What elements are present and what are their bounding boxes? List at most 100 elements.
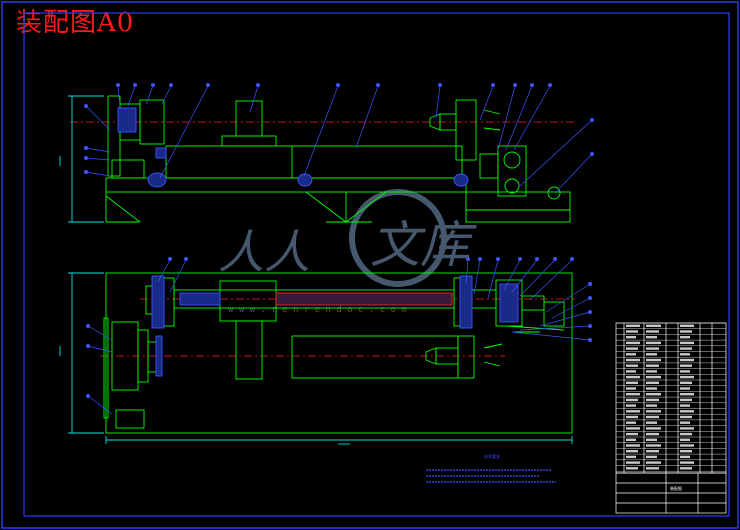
front-balloons: [84, 83, 594, 174]
parts-list-cell-text: [680, 410, 694, 413]
parts-list-cell-text: [680, 341, 694, 345]
parts-list-cell-text: [626, 421, 636, 424]
front-bearing-supports: [117, 107, 469, 188]
parts-list-cell-text: [626, 387, 636, 390]
parts-list-cell-text: [626, 347, 638, 350]
parts-list-cell-text: [646, 444, 661, 447]
parts-list-cell-text: [626, 375, 640, 379]
parts-list-cell-text: [626, 432, 638, 436]
parts-list-cell-text: [680, 427, 694, 430]
parts-list-cell-text: [646, 410, 661, 413]
inner-frame: [23, 12, 730, 517]
parts-list-cell-text: [646, 450, 659, 453]
parts-list-cell-text: [626, 336, 636, 339]
technical-notes: 技术要求: [426, 453, 556, 483]
parts-list-cell-text: [626, 450, 638, 453]
title-block: 装配图: [615, 322, 727, 514]
parts-list-cell-text: [680, 432, 692, 436]
parts-list-cell-text: [626, 358, 640, 362]
notes-heading: 技术要求: [484, 453, 500, 459]
parts-list-cell-text: [626, 467, 638, 470]
top-balloons: [86, 257, 592, 398]
top-base-frame: [105, 272, 573, 434]
parts-list-cell-text: [626, 438, 636, 441]
parts-list-cell-text: [646, 455, 657, 459]
parts-list-cell-text: [646, 427, 661, 430]
top-view: [59, 257, 592, 445]
front-dimension: [59, 95, 104, 223]
parts-list-cell-text: [680, 404, 690, 407]
parts-list-cell-text: [626, 444, 640, 447]
parts-list-cell-text: [680, 467, 692, 470]
parts-list-cell-text: [646, 324, 661, 327]
watermark-glyph-right: 文库: [370, 216, 477, 274]
parts-list-cell-text: [646, 381, 659, 384]
parts-list-cell-text: [626, 410, 640, 413]
front-upper-beam: [165, 145, 463, 179]
parts-list-rows: [616, 322, 726, 472]
parts-list-cell-text: [626, 353, 636, 356]
parts-list-cell-text: [646, 341, 661, 345]
parts-list-cell-text: [680, 330, 692, 333]
parts-list-cell-text: [646, 438, 657, 441]
parts-list-cell-text: [646, 393, 661, 396]
top-dimension: [59, 272, 573, 445]
parts-list-cell-text: [626, 455, 636, 459]
parts-list-cell-text: [680, 415, 692, 419]
title-block-label: 装配图: [670, 485, 682, 491]
parts-list-cell-text: [626, 341, 640, 345]
parts-list-cell-text: [626, 324, 640, 327]
front-gearbox: [497, 145, 527, 197]
parts-list-cell-text: [680, 438, 690, 441]
parts-list-cell-text: [680, 461, 694, 464]
parts-list-cell-text: [680, 353, 690, 356]
watermark-url: w w w . r e n r e n d o c . c o m: [228, 305, 407, 315]
top-hatched-parts: [151, 275, 519, 377]
parts-list-cell-text: [680, 358, 694, 362]
watermark-glyph-left: 人人: [218, 225, 310, 279]
parts-list-cell-text: [680, 398, 692, 402]
parts-list-cell-text: [626, 415, 638, 419]
parts-list-cell-text: [646, 467, 659, 470]
parts-list-cell-text: [680, 421, 690, 424]
parts-list-cell-text: [626, 381, 638, 384]
parts-list-cell-text: [646, 330, 659, 333]
parts-list-cell-text: [646, 404, 657, 407]
parts-list-cell-text: [646, 421, 657, 424]
front-leaders: [85, 85, 593, 193]
parts-list-cell-text: [626, 393, 640, 396]
parts-list-cell-text: [646, 358, 661, 362]
parts-list-cell-text: [646, 364, 659, 367]
parts-list-cell-text: [680, 375, 694, 379]
front-tailstock: [455, 99, 477, 161]
parts-list-cell-text: [680, 387, 690, 390]
parts-list-cell-text: [680, 364, 692, 367]
parts-list-cell-text: [626, 427, 640, 430]
parts-list-cell-text: [680, 381, 692, 384]
parts-list-cell-text: [646, 370, 657, 373]
top-leaders: [87, 259, 591, 415]
parts-list-cell-text: [680, 455, 690, 459]
parts-list-cell-text: [680, 324, 694, 327]
parts-list-cell-text: [680, 336, 690, 339]
watermark: 人人 文库 w w w . r e n r e n d o c . c o m: [218, 189, 477, 315]
parts-list-cell-text: [646, 461, 661, 464]
parts-list-cell-text: [646, 415, 659, 419]
parts-list-cell-text: [626, 370, 636, 373]
parts-list-cell-text: [646, 353, 657, 356]
parts-list-cell-text: [646, 432, 659, 436]
parts-list-cell-text: [680, 347, 692, 350]
parts-list-cell-text: [680, 393, 694, 396]
parts-list-cell-text: [646, 398, 659, 402]
front-column: [235, 100, 263, 137]
parts-list-cell-text: [646, 375, 661, 379]
front-view: [59, 83, 594, 223]
parts-list-cell-text: [626, 364, 638, 367]
parts-list-cell-text: [626, 404, 636, 407]
parts-list-cell-text: [626, 330, 638, 333]
parts-list-cell-text: [646, 336, 657, 339]
parts-list-cell-text: [626, 398, 638, 402]
